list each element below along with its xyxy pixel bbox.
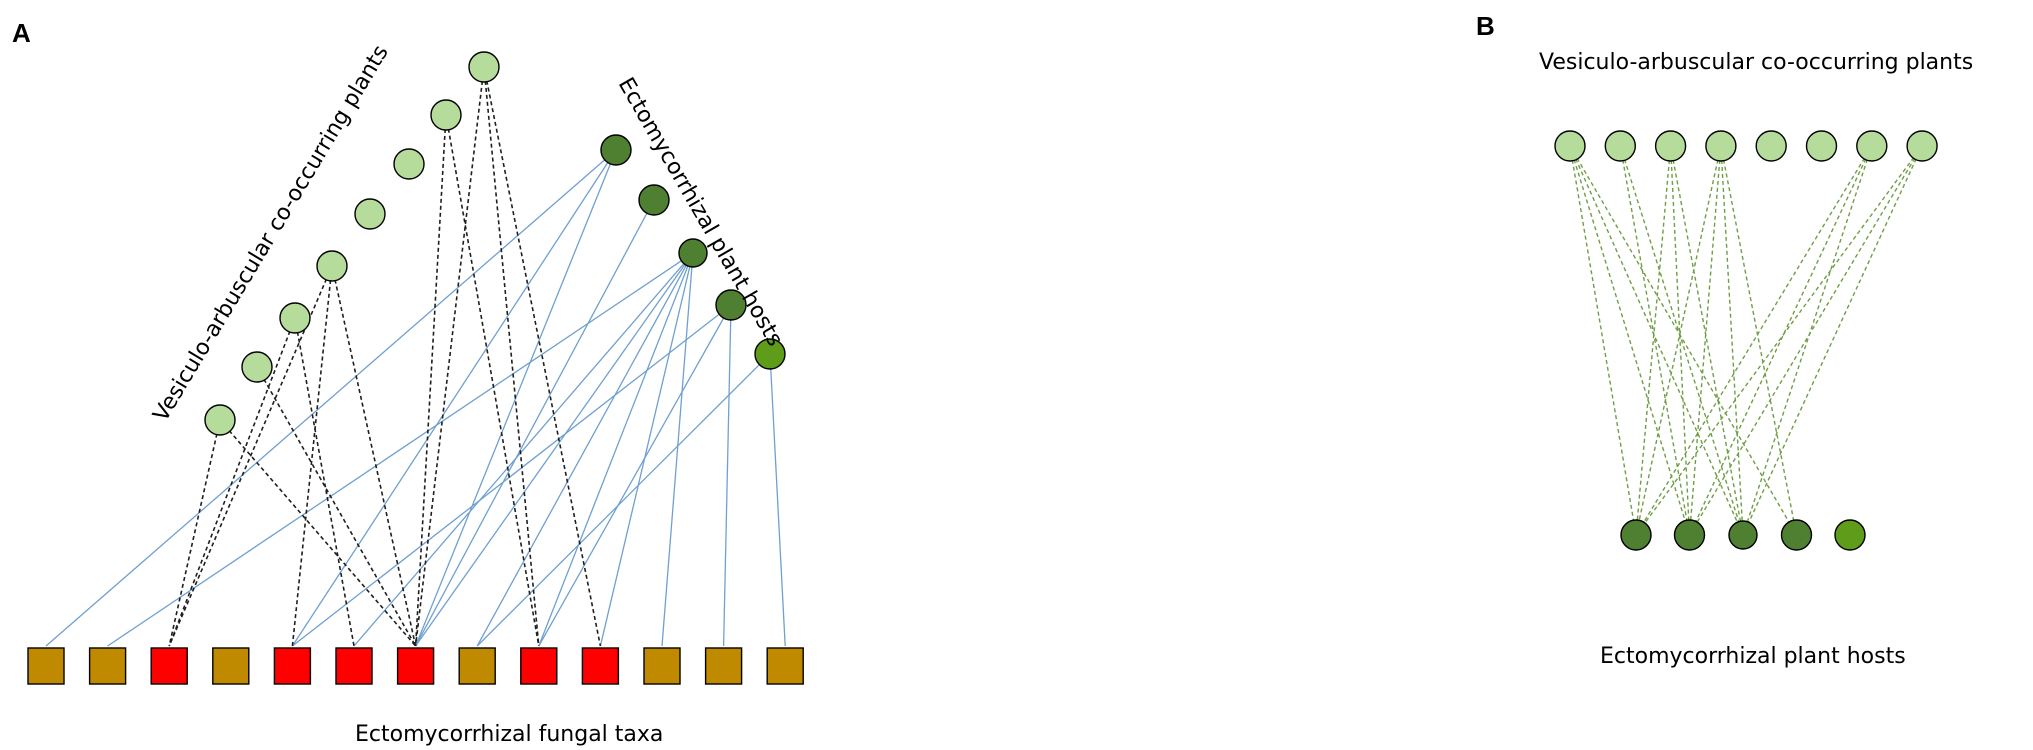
- vam-ecm-link: [1669, 145, 1691, 536]
- ecm-link: [476, 353, 771, 647]
- vam-plant-node: [1654, 130, 1687, 162]
- panel-a-edges: [45, 66, 786, 647]
- vam-ecm-link: [1635, 145, 1873, 536]
- ecm-plant-node: [754, 338, 786, 370]
- fungal-taxon-node: [458, 647, 496, 685]
- ecm-plant-node: [1780, 519, 1813, 551]
- vam-link: [168, 265, 333, 647]
- vam-ecm-link: [1688, 145, 1873, 536]
- vam-plant-node: [393, 148, 425, 180]
- vam-link: [219, 419, 417, 647]
- fungal-taxon-node: [766, 647, 804, 685]
- vam-ecm-link: [1742, 145, 1923, 536]
- panel-a-letter: A: [12, 18, 31, 48]
- vam-plant-node: [354, 198, 386, 230]
- vam-link: [483, 66, 540, 647]
- vam-ecm-link: [1619, 145, 1691, 536]
- vam-link: [168, 317, 296, 647]
- panel-b-letter: B: [1476, 11, 1495, 41]
- vam-ecm-link: [1688, 145, 1923, 536]
- ecm-plant-node: [1620, 519, 1652, 551]
- vam-plant-node: [1604, 130, 1637, 162]
- ecm-plant-node-highlighted: [678, 238, 708, 268]
- ecm-plant-node: [1673, 519, 1706, 551]
- panel-a-ecm-label: Ectomycorrhizal plant hosts: [613, 74, 787, 351]
- ecm-link: [538, 304, 732, 647]
- ecm-link: [291, 149, 617, 647]
- vam-link: [331, 265, 417, 647]
- vam-plant-node: [430, 99, 462, 131]
- vam-plant-node: [241, 351, 273, 383]
- vam-link: [414, 114, 447, 647]
- ecm-link: [415, 199, 655, 647]
- vam-link: [168, 419, 221, 647]
- ecm-plant-node: [600, 134, 632, 166]
- vam-plant-node: [279, 302, 311, 334]
- panel-a: A Vesiculo-arbuscular co-occurring plant…: [12, 18, 804, 747]
- ecm-plant-node-highlighted: [1728, 520, 1758, 550]
- ecm-plant-node: [715, 289, 747, 321]
- vam-ecm-link: [1635, 145, 1923, 536]
- ecm-plant-node: [638, 184, 670, 216]
- ecm-plant-node: [1834, 519, 1866, 551]
- vam-plant-node: [1554, 130, 1586, 162]
- vam-plant-node: [1705, 130, 1737, 162]
- fungal-taxon-node: [27, 647, 65, 685]
- fungal-taxon-node: [212, 647, 250, 685]
- vam-link: [256, 366, 417, 647]
- ecm-link: [538, 252, 694, 647]
- vam-ecm-link: [1688, 145, 1722, 536]
- fungal-taxon-node: [643, 647, 681, 685]
- ecm-link: [45, 149, 617, 647]
- ecm-link: [476, 252, 694, 647]
- vam-plant-node: [1906, 130, 1938, 162]
- panel-a-fungi-label: Ectomycorrhizal fungal taxa: [355, 722, 663, 747]
- ecm-link: [107, 252, 694, 647]
- fungal-taxon-node: [88, 647, 127, 685]
- vam-ecm-link: [1742, 145, 1873, 536]
- vam-ecm-link: [1569, 145, 1798, 536]
- vam-plant-node: [1856, 130, 1888, 162]
- vam-plant-node: [316, 250, 348, 282]
- vam-link: [445, 114, 540, 647]
- vam-plant-node: [1805, 130, 1838, 162]
- fungal-taxon-node: [520, 647, 558, 685]
- vam-ecm-link: [1635, 145, 1722, 536]
- vam-ecm-link: [1635, 145, 1672, 536]
- fungal-taxon-node: [335, 647, 373, 685]
- panel-b-ecm-label: Ectomycorrhizal plant hosts: [1600, 644, 1906, 669]
- vam-ecm-link: [1569, 145, 1637, 536]
- vam-ecm-link: [1720, 145, 1798, 536]
- panel-a-nodes: [27, 51, 804, 685]
- vam-link: [414, 66, 485, 647]
- fungal-taxon-node: [581, 647, 620, 685]
- fungal-taxon-node: [150, 647, 188, 685]
- panel-b-vam-label: Vesiculo-arbuscular co-occurring plants: [1539, 50, 1973, 75]
- panel-b-nodes: [1554, 130, 1938, 551]
- fungal-taxon-node: [273, 647, 312, 685]
- ecm-link: [769, 353, 786, 647]
- fungal-taxon-node-highlighted: [396, 647, 435, 685]
- vam-ecm-link: [1720, 145, 1744, 536]
- vam-ecm-link: [1569, 145, 1744, 536]
- fungal-taxon-node: [704, 647, 743, 685]
- vam-link: [291, 265, 333, 647]
- vam-link: [483, 66, 602, 647]
- ecm-link: [353, 252, 694, 647]
- ecm-link: [292, 304, 732, 647]
- vam-ecm-link: [1569, 145, 1691, 536]
- ecm-link: [661, 252, 694, 647]
- panel-b: B Vesiculo-arbuscular co-occurring plant…: [1476, 11, 1973, 669]
- vam-ecm-link: [1619, 145, 1744, 536]
- vam-ecm-link: [1669, 145, 1744, 536]
- ecm-link: [722, 304, 732, 647]
- vam-plant-node: [1755, 130, 1787, 162]
- panel-b-edges: [1569, 145, 1923, 536]
- vam-plant-node: [204, 404, 236, 436]
- ecm-link: [599, 252, 694, 647]
- ecm-link: [415, 252, 694, 647]
- vam-plant-node: [468, 51, 500, 83]
